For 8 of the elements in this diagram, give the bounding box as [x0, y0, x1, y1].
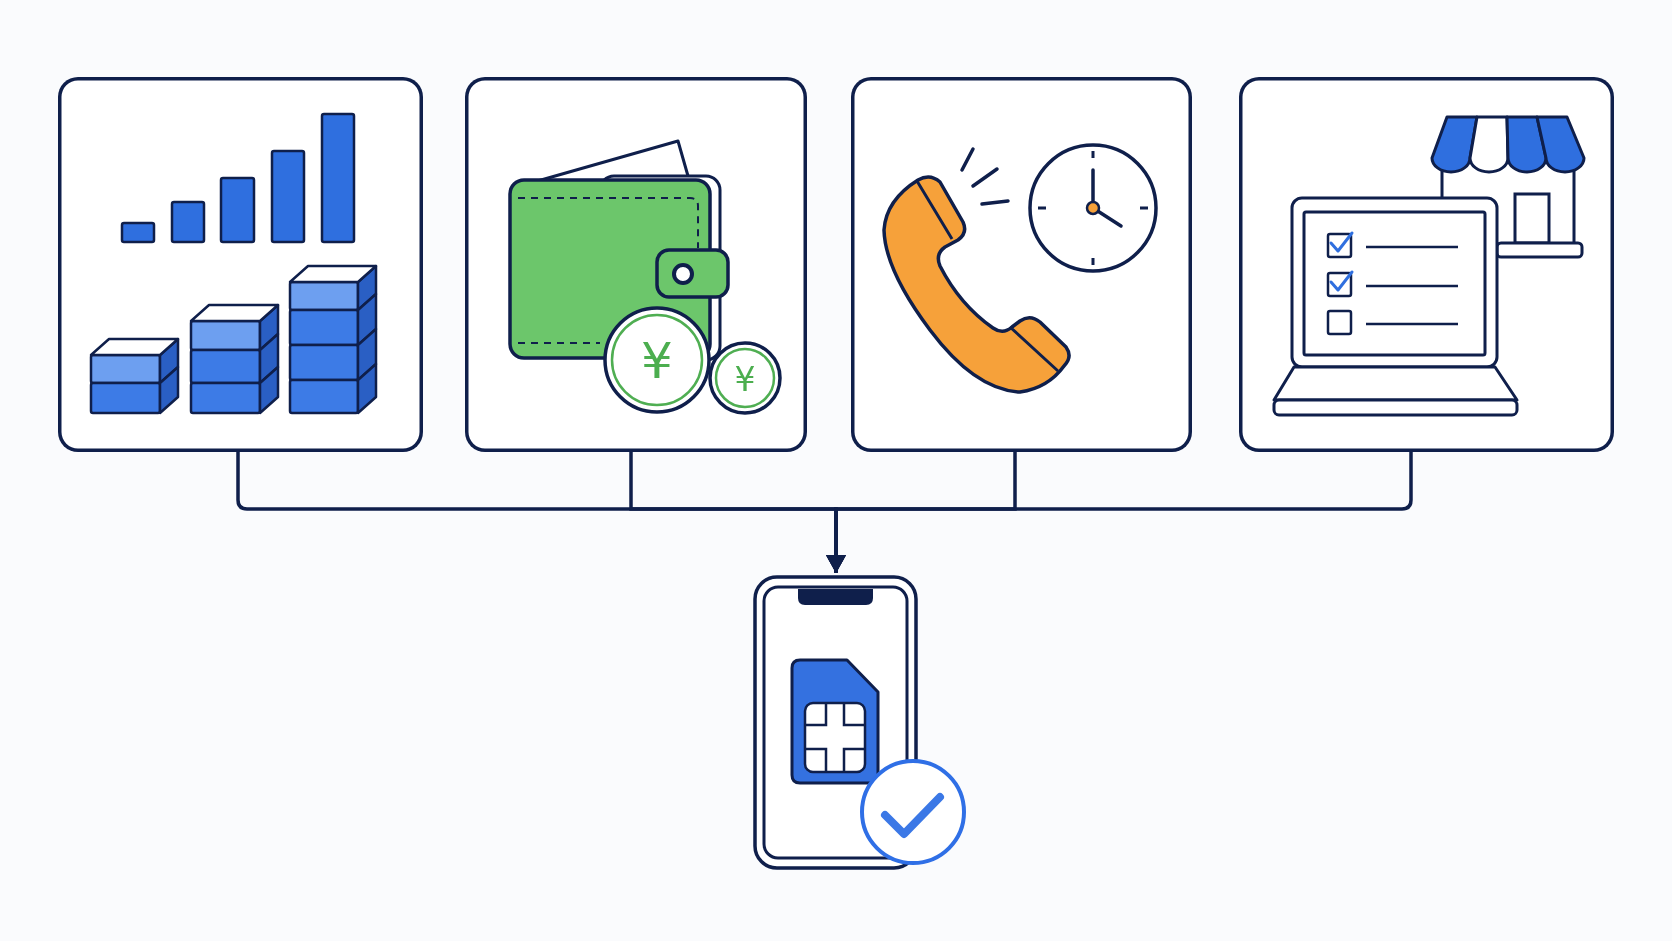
picture-card — [465, 77, 807, 452]
smartphone-illustration — [753, 575, 918, 870]
currency-symbol: ¥ — [641, 336, 673, 386]
picture-card — [851, 77, 1192, 452]
currency-symbol: ¥ — [734, 362, 756, 396]
connector-arrow — [826, 452, 1413, 573]
picture-card — [58, 77, 423, 452]
picture-card — [1239, 77, 1614, 452]
